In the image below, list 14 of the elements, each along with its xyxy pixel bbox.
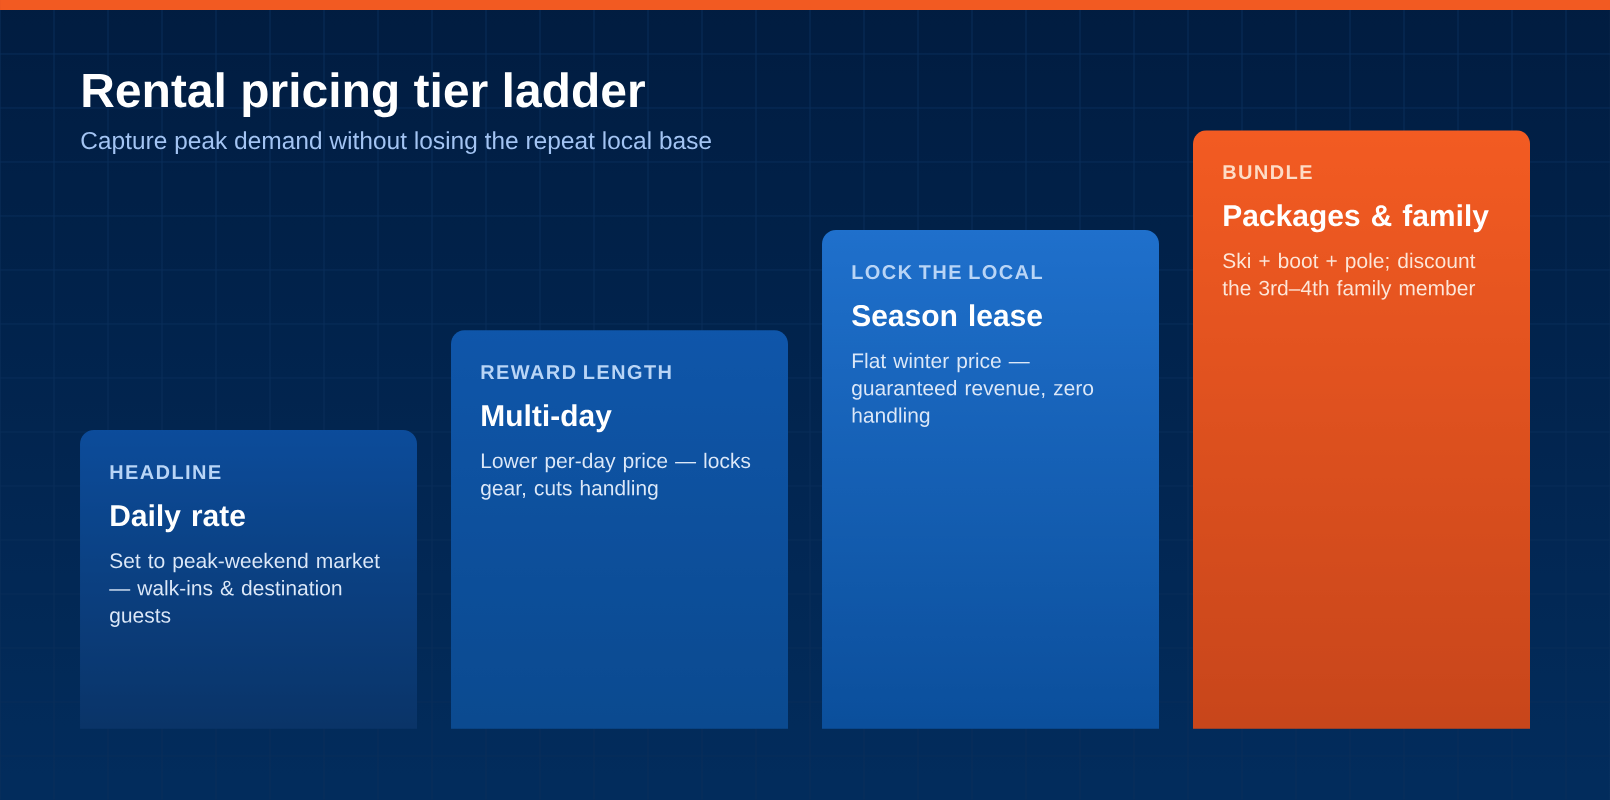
tier-label: REWARD LENGTH (481, 365, 671, 380)
tier-description: Lower per-day price — locks gear, cuts handling (481, 452, 751, 500)
tier-title: Season lease (852, 304, 1042, 327)
tier-description: Set to peak-weekend market — walk-ins & destination guests (109, 552, 380, 627)
title: Rental pricing tier ladder (83, 72, 645, 118)
tier-label: BUNDLE (1223, 165, 1312, 180)
subtitle: Capture peak demand without losing the repeat local base (81, 131, 711, 155)
tier-title: Daily rate (111, 504, 245, 533)
tier-label: HEADLINE (110, 465, 221, 479)
tier-description: Flat winter price — guaranteed revenue, zero handling (852, 352, 1094, 427)
tier-description: Ski + boot + pole; discount the 3rd–4th family member (1222, 252, 1476, 300)
tier-title: Multi-day (482, 404, 612, 433)
tier-label: LOCK THE LOCAL (852, 265, 1043, 280)
tier-title: Packages & family (1224, 204, 1489, 233)
